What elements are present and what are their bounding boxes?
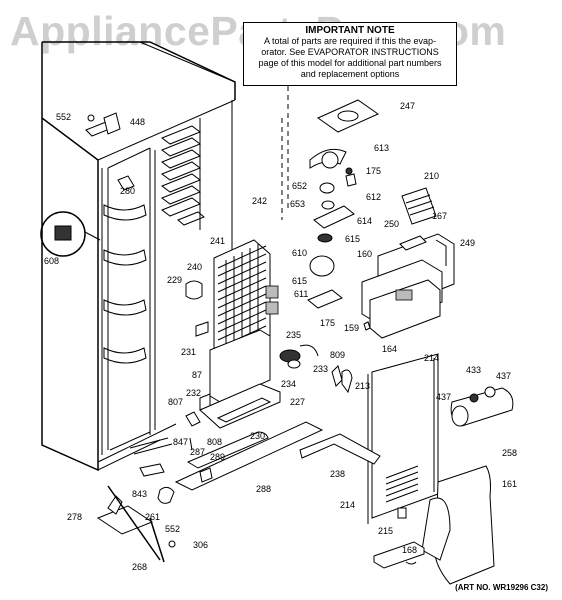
part-label: 160: [357, 249, 373, 259]
important-note-line: A total of parts are required if this th…: [263, 36, 437, 46]
part-label: 614: [357, 216, 373, 226]
part-label: 611: [294, 289, 309, 299]
part-label: 234: [281, 379, 297, 389]
part-label: 250: [384, 219, 400, 229]
part-label: 280: [120, 186, 136, 196]
part-label: 613: [374, 143, 390, 153]
part-label: 306: [193, 540, 209, 550]
part-label: 214: [340, 500, 356, 510]
part-label: 167: [432, 211, 448, 221]
important-note-line: orator. See EVAPORATOR INSTRUCTIONS: [261, 47, 439, 57]
part-label: 235: [286, 330, 302, 340]
evaporator-cover-drawing: [367, 353, 439, 524]
part-label: 258: [502, 448, 518, 458]
part-label: 87: [192, 370, 203, 380]
part-label: 552: [56, 112, 72, 122]
part-label: 249: [460, 238, 476, 248]
part-label: 161: [502, 479, 518, 489]
part-label: 215: [378, 526, 394, 536]
part-label: 164: [382, 344, 398, 354]
part-label: 552: [165, 524, 181, 534]
part-label: 238: [330, 469, 346, 479]
part-label: 242: [252, 196, 268, 206]
part-label: 227: [290, 397, 306, 407]
part-label: 231: [181, 347, 197, 357]
part-label: 175: [320, 318, 336, 328]
part-label: 241: [210, 236, 226, 246]
part-label: 232: [186, 388, 202, 398]
part-label: 159: [344, 323, 360, 333]
part-label: 652: [292, 181, 308, 191]
part-label: 240: [187, 262, 203, 272]
important-note-line: and replacement options: [300, 69, 400, 79]
part-label: 615: [345, 234, 361, 244]
part-label: 610: [292, 248, 308, 258]
ice-maker-drawing: [361, 187, 455, 339]
part-label: 289: [210, 452, 226, 462]
part-label: 615: [292, 276, 308, 286]
part-label: 247: [400, 101, 416, 111]
part-label: 433: [466, 365, 482, 375]
part-label: 278: [67, 512, 83, 522]
part-label: 233: [313, 364, 329, 374]
important-note-line: page of this model for additional part n…: [258, 58, 442, 68]
part-label: 437: [436, 392, 452, 402]
important-note-box: IMPORTANT NOTE A total of parts are requ…: [243, 22, 457, 86]
part-label: 809: [330, 350, 346, 360]
part-label: 213: [355, 381, 371, 391]
important-note-heading: IMPORTANT NOTE: [305, 25, 395, 36]
part-label: 288: [256, 484, 272, 494]
art-number: (ART NO. WR19296 C32): [455, 583, 548, 592]
part-label: 653: [290, 199, 306, 209]
detail-608-circle: [40, 211, 86, 257]
part-label: 448: [130, 117, 146, 127]
part-label: 437: [496, 371, 512, 381]
part-label: 843: [132, 489, 148, 499]
part-label: 268: [132, 562, 148, 572]
part-label: 808: [207, 437, 223, 447]
part-label: 168: [402, 545, 418, 555]
part-label: 210: [424, 171, 440, 181]
part-label: 608: [44, 256, 60, 266]
dispenser-drawing: [421, 386, 514, 585]
part-label: 261: [145, 512, 161, 522]
part-label: 229: [167, 275, 183, 285]
part-label: 287: [190, 447, 206, 457]
fan-assembly-drawing: [307, 99, 380, 309]
part-label: 807: [168, 397, 184, 407]
part-label: 175: [366, 166, 382, 176]
part-label: 214: [424, 353, 440, 363]
part-label: 230: [250, 431, 266, 441]
part-label: 612: [366, 192, 382, 202]
part-label: 847: [173, 437, 189, 447]
